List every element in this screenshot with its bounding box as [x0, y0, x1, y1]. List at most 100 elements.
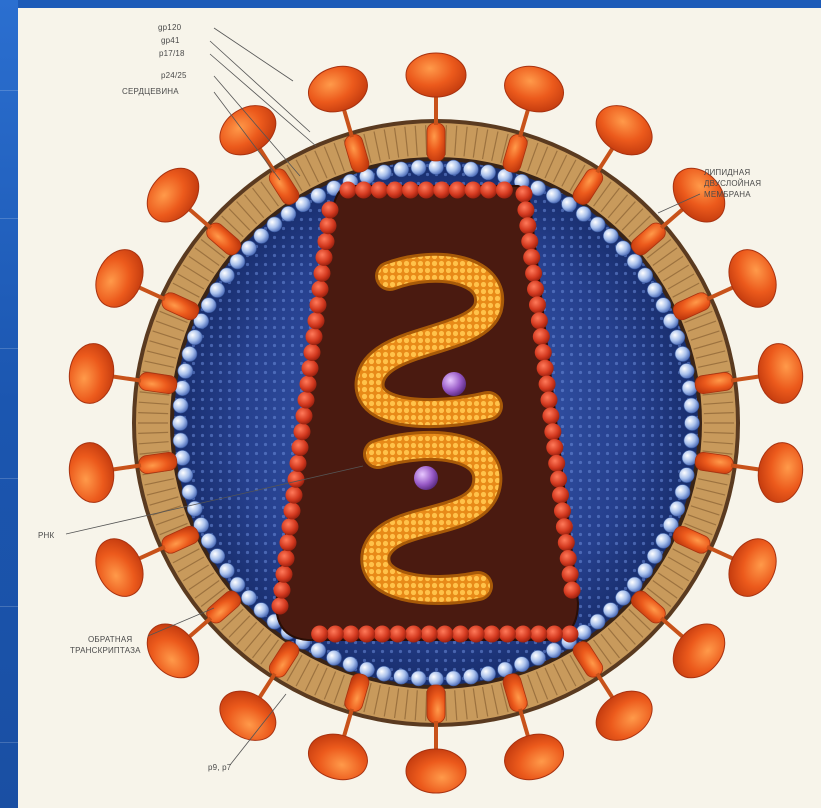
strip-divider [0, 478, 18, 479]
matrix-bead [230, 254, 245, 269]
matrix-bead [201, 533, 216, 548]
core-bead [433, 182, 450, 199]
matrix-bead [210, 549, 225, 564]
matrix-bead [241, 590, 256, 605]
matrix-bead [638, 268, 653, 283]
matrix-bead [281, 206, 296, 221]
core-bead [286, 487, 303, 504]
core-bead [527, 281, 544, 298]
core-bead [418, 182, 435, 199]
core-bead [525, 265, 542, 282]
matrix-bead [530, 181, 545, 196]
core-bead [535, 344, 552, 361]
core-bead [530, 626, 547, 643]
matrix-bead [684, 433, 699, 448]
matrix-bead [376, 165, 391, 180]
core-bead [554, 502, 571, 519]
core-bead [564, 582, 581, 599]
core-bead [355, 182, 372, 199]
strip-divider [0, 348, 18, 349]
matrix-bead [685, 416, 700, 431]
matrix-bead [254, 603, 269, 618]
matrix-bead [514, 657, 529, 672]
matrix-bead [173, 398, 188, 413]
matrix-bead [311, 188, 326, 203]
core-bead [515, 626, 532, 643]
core-bead [288, 471, 305, 488]
matrix-bead [616, 590, 631, 605]
core-bead [483, 626, 500, 643]
matrix-bead [675, 485, 690, 500]
label-rna: РНК [38, 531, 55, 540]
matrix-bead [481, 666, 496, 681]
matrix-bead [343, 657, 358, 672]
core-bead [300, 376, 317, 393]
core-bead [449, 182, 466, 199]
matrix-bead [647, 282, 662, 297]
core-bead [552, 487, 569, 504]
matrix-bead [201, 298, 216, 313]
matrix-bead [463, 162, 478, 177]
core-bead [340, 182, 357, 199]
strip-divider [0, 742, 18, 743]
matrix-bead [219, 268, 234, 283]
core-bead [274, 582, 291, 599]
matrix-bead [178, 363, 193, 378]
core-bead [322, 201, 339, 218]
label-membrane-line3: МЕМБРАНА [704, 190, 751, 199]
core-bead [306, 328, 323, 345]
reverse-transcriptase-2 [414, 466, 438, 490]
matrix-bead [590, 614, 605, 629]
core-bead [499, 626, 516, 643]
matrix-bead [446, 671, 461, 686]
matrix-bead [173, 433, 188, 448]
core-bead [272, 598, 289, 615]
matrix-bead [241, 241, 256, 256]
core-bead [529, 296, 546, 313]
matrix-bead [616, 241, 631, 256]
core-bead [318, 233, 335, 250]
core-bead [284, 502, 301, 519]
core-bead [311, 626, 328, 643]
core-bead [546, 626, 563, 643]
core-bead [298, 392, 315, 409]
matrix-bead [481, 165, 496, 180]
matrix-bead [429, 160, 444, 175]
matrix-bead [684, 398, 699, 413]
matrix-bead [411, 671, 426, 686]
core-bead [342, 626, 359, 643]
core-bead [374, 626, 391, 643]
core-bead [550, 471, 567, 488]
core-bead [302, 360, 319, 377]
core-bead [436, 626, 453, 643]
matrix-bead [590, 217, 605, 232]
core-bead [386, 182, 403, 199]
core-bead [405, 626, 422, 643]
core-bead [280, 534, 297, 551]
strip-divider [0, 606, 18, 607]
matrix-bead [446, 160, 461, 175]
core-bead [537, 360, 554, 377]
matrix-bead [546, 643, 561, 658]
matrix-bead [647, 549, 662, 564]
matrix-bead [603, 603, 618, 618]
core-bead [452, 626, 469, 643]
matrix-bead [327, 650, 342, 665]
core-bead [282, 518, 299, 535]
core-bead [308, 312, 325, 329]
core-bead [389, 626, 406, 643]
matrix-bead [603, 228, 618, 243]
label-membrane-line2: ДВУСЛОЙНАЯ [704, 179, 761, 188]
matrix-bead [182, 346, 197, 361]
matrix-bead [675, 346, 690, 361]
virion-illustration: gp120 gp41 p17/18 p24/25 СЕРДЦЕВИНА ЛИПИ… [18, 8, 821, 808]
matrix-bead [311, 643, 326, 658]
core-bead [531, 312, 548, 329]
core-bead [542, 407, 559, 424]
matrix-bead [182, 485, 197, 500]
core-bead [562, 626, 579, 643]
matrix-bead [173, 416, 188, 431]
core-bead [292, 439, 309, 456]
matrix-bead [187, 330, 202, 345]
core-bead [320, 217, 337, 234]
